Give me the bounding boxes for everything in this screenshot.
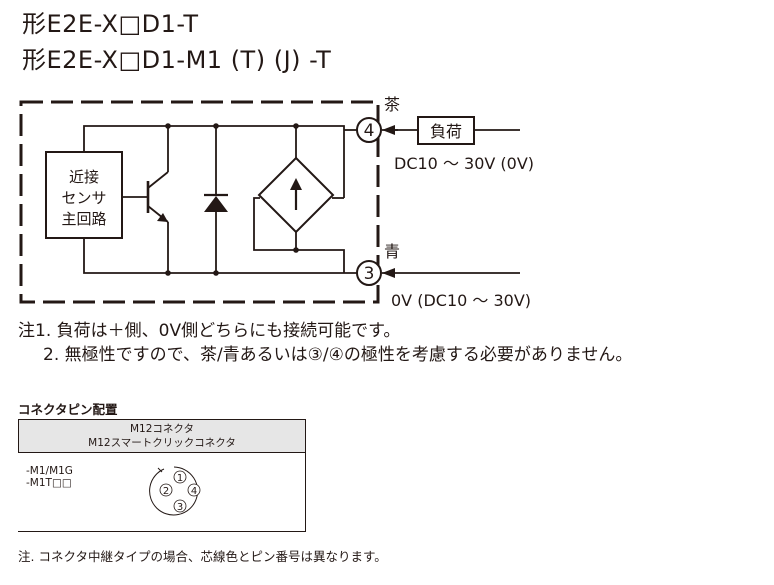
title-line-1: 形E2E-X□D1-T bbox=[22, 10, 199, 38]
junction-dots bbox=[165, 123, 299, 276]
sensor-housing-outline bbox=[19, 100, 380, 304]
diode-symbol bbox=[204, 196, 228, 212]
connector-pin-2: 2 bbox=[163, 486, 169, 497]
connector-pin-1: 1 bbox=[177, 473, 183, 484]
title-line-2: 形E2E-X□D1-M1 (T) (J) -T bbox=[22, 46, 332, 74]
note-2: 2. 無極性ですので、茶/青あるいは③/④の極性を考慮する必要がありません。 bbox=[43, 345, 633, 365]
wire-color-brown: 茶 bbox=[384, 95, 400, 114]
sensor-label-line-3: 主回路 bbox=[61, 210, 106, 228]
sensor-main-circuit-box bbox=[45, 151, 123, 239]
voltage-bottom: 0V (DC10 ～ 30V) bbox=[391, 291, 531, 310]
bridge-arrow-icon bbox=[290, 178, 302, 190]
pin-3-arrow bbox=[382, 268, 395, 278]
footer-note: 注. コネクタ中継タイプの場合、芯線色とピン番号は異なります。 bbox=[18, 549, 387, 564]
load-label: 負荷 bbox=[430, 122, 462, 141]
transistor-emitter-arrow bbox=[157, 213, 168, 222]
load-box bbox=[417, 116, 475, 145]
pin-table-row: -M1/M1G -M1T□□ 1 2 3 4 bbox=[18, 452, 306, 532]
circuit-wires bbox=[83, 125, 520, 274]
pin-table-header: M12コネクタ M12スマートクリックコネクタ bbox=[18, 419, 306, 453]
pin-4-circle bbox=[356, 117, 382, 143]
sensor-label-line-2: センサ bbox=[61, 189, 106, 207]
row-label-m1: -M1/M1G bbox=[26, 465, 73, 477]
connector-face-diagram: 1 2 3 4 bbox=[149, 466, 201, 516]
row-label-m1t: -M1T□□ bbox=[26, 477, 72, 489]
wire-color-blue: 青 bbox=[384, 242, 400, 261]
pin-4-label: 4 bbox=[364, 121, 375, 141]
pin-table-title: コネクタピン配置 bbox=[18, 402, 118, 417]
pin-3-label: 3 bbox=[364, 264, 375, 284]
wiring-diagram: 近接 センサ 主回路 bbox=[19, 95, 534, 310]
pin-4-arrow bbox=[382, 125, 395, 135]
voltage-top: DC10 ～ 30V (0V) bbox=[394, 154, 534, 173]
pin-3-circle bbox=[356, 260, 382, 286]
connector-pin-3: 3 bbox=[177, 502, 183, 513]
pin-arrangement-table: M12コネクタ M12スマートクリックコネクタ -M1/M1G -M1T□□ 1… bbox=[18, 419, 306, 532]
note-1: 注1. 負荷は＋側、0V側どちらにも接続可能です。 bbox=[18, 321, 401, 341]
connector-pin-4: 4 bbox=[191, 486, 197, 497]
sensor-label-line-1: 近接 bbox=[69, 168, 99, 186]
header-m12-connector: M12コネクタ bbox=[130, 423, 194, 435]
header-m12-smartclick: M12スマートクリックコネクタ bbox=[88, 437, 236, 449]
